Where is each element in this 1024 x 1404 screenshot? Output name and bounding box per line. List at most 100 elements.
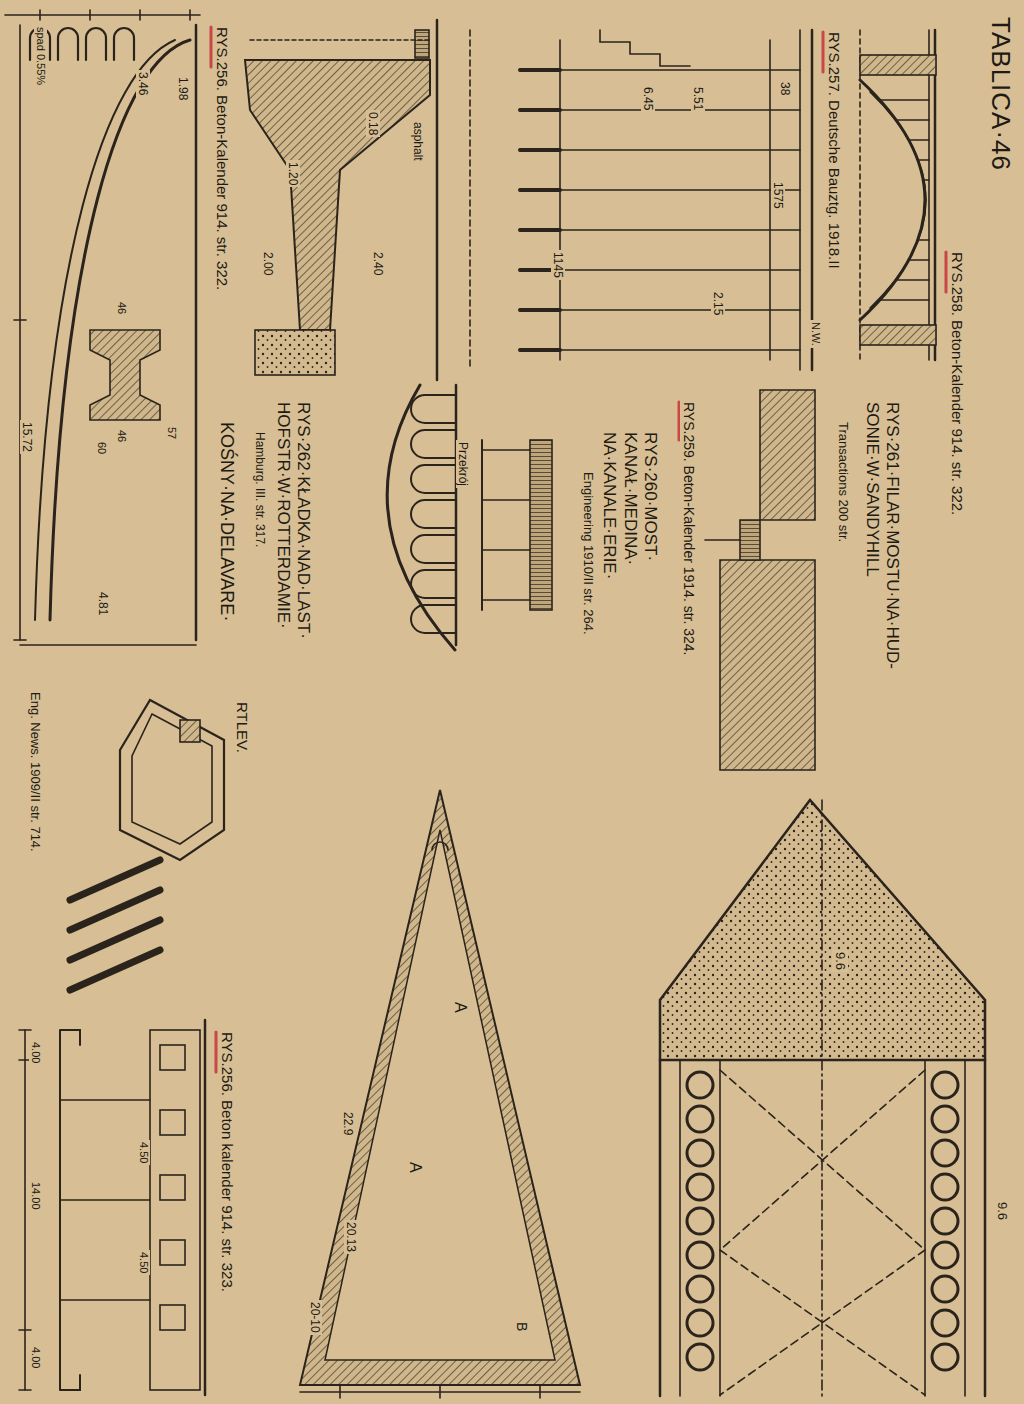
dimension-label: 4.81	[96, 590, 110, 617]
slab-plan	[160, 1240, 185, 1265]
pier-section	[932, 1208, 958, 1234]
dimension-label: 1575	[771, 180, 785, 211]
pier-section	[932, 1140, 958, 1166]
arch-elevation	[89, 10, 91, 20]
arch-elevation	[39, 10, 41, 20]
note-label: Przekrój	[456, 440, 470, 488]
retaining-wall	[760, 390, 815, 520]
dimension-label: 1.20	[286, 160, 300, 187]
pier-section	[687, 1140, 713, 1166]
figure-caption: RYS.259. Beton-Kalender 1914. str. 324.	[680, 400, 697, 657]
wall-section	[245, 20, 437, 380]
dimension-label: 4.00	[29, 1040, 42, 1065]
plate-title: TABLICA·46	[985, 15, 1016, 173]
retaining-wall	[740, 520, 760, 560]
arch-elevation	[35, 40, 175, 620]
pier-section	[660, 800, 985, 1396]
wall-section	[250, 39, 430, 41]
bridge-cross-section	[482, 450, 530, 600]
pier-section	[687, 1106, 713, 1132]
footbridge-plan	[120, 700, 224, 860]
retaining-wall	[720, 560, 815, 770]
slab-plan	[150, 1030, 200, 1390]
triangular-frame	[300, 1385, 580, 1398]
arch-elevation	[50, 40, 190, 620]
arch-elevation	[14, 319, 26, 321]
arch-elevation	[189, 10, 191, 20]
arch-elevation	[5, 10, 200, 645]
dimension-label: 0.18	[366, 110, 380, 137]
dimension-label: A	[451, 1000, 470, 1015]
pier-section	[687, 1208, 713, 1234]
dimension-label: 14.00	[29, 1180, 42, 1212]
pier-section	[932, 1072, 958, 1098]
pier-section	[821, 800, 823, 1396]
dimension-label: 15.72	[20, 420, 34, 454]
arch-elevation	[90, 330, 160, 420]
figure-caption: KOŚNY·NA·DELAVARE·	[215, 420, 237, 623]
red-underline	[211, 27, 946, 1072]
retaining-wall	[705, 390, 815, 770]
arch-bridge	[880, 100, 929, 300]
figure-caption: RYS·260·MOST· KANAŁ·MEDINA· NA·KANALE·ER…	[599, 430, 660, 609]
figure-caption: RTLEV.	[233, 700, 251, 755]
figure-caption: RYS·261·FILAR·MOSTU·NA·HUD- SONIE·W·SAND…	[861, 400, 902, 704]
slab-plan	[160, 1110, 185, 1135]
dimension-label: 46	[115, 428, 128, 444]
footbridge-plan	[70, 700, 224, 990]
arch-bridge	[860, 325, 936, 345]
viaduct-elevation	[520, 70, 560, 350]
triangular-frame	[300, 790, 580, 1398]
arch-elevation	[5, 14, 200, 16]
figure-caption: RYS.257. Deutsche Bauztg. 1918.II	[825, 30, 843, 271]
retaining-wall	[705, 539, 740, 541]
figure-caption: RYS·262·KŁADKA·NAD·LAST· HOFSTR·W·ROTTER…	[272, 400, 313, 674]
pier-section	[932, 1310, 958, 1336]
arch-elevation	[195, 25, 198, 640]
viaduct-elevation	[470, 30, 812, 370]
dimension-label: 4.00	[29, 1345, 42, 1370]
pier-section	[932, 1174, 958, 1200]
arch-bridge	[928, 30, 930, 360]
arch-bridge	[870, 92, 926, 308]
dimension-label: A	[406, 1160, 425, 1175]
dimension-label: 57	[165, 425, 178, 441]
pier-section	[687, 1276, 713, 1302]
slab-plan	[19, 1020, 205, 1395]
slab-plan	[60, 1030, 80, 1390]
source-note: Eng. News. 1909/II str. 714.	[27, 690, 43, 854]
pier-section	[932, 1106, 958, 1132]
dimension-label: 4.50	[137, 1140, 150, 1165]
arch-bridge	[934, 30, 937, 360]
arch-bridge	[860, 55, 936, 75]
pier-section	[687, 1174, 713, 1200]
figure-caption: RYS.256. Beton kalender 914. str. 323.	[218, 1030, 236, 1294]
arch-bridge	[860, 80, 925, 320]
figure-caption: RYS.256. Beton-Kalender 914. str. 322.	[213, 25, 231, 292]
wall-section	[415, 30, 429, 58]
dimension-label: 20-10	[308, 1300, 322, 1335]
viaduct-elevation	[600, 30, 690, 66]
dimension-label: spad 0.55%	[34, 25, 47, 87]
viaduct-elevation	[811, 30, 814, 370]
pier-section	[932, 1242, 958, 1268]
arch-elevation	[139, 10, 141, 20]
footbridge-plan	[180, 720, 200, 742]
slab-plan	[160, 1045, 185, 1070]
dimension-label: 4.50	[137, 1250, 150, 1275]
dimension-label: 3.46	[136, 70, 150, 97]
source-note: Engineering 1910/II str. 264.	[580, 470, 596, 637]
dimension-label: 1145	[551, 250, 565, 280]
dimension-label: 38	[778, 80, 792, 97]
wall-section	[255, 330, 335, 375]
bridge-cross-section	[482, 440, 552, 610]
dimension-label: B	[513, 1320, 530, 1333]
triangular-frame	[300, 790, 580, 1385]
wall-section	[245, 60, 430, 330]
viaduct-elevation	[469, 30, 471, 370]
dimension-label: 1.98	[176, 75, 190, 102]
spandrel-arches	[387, 385, 455, 650]
dimension-label: 2.00	[261, 250, 275, 277]
triangular-frame	[325, 830, 555, 1360]
wall-section	[436, 20, 439, 380]
